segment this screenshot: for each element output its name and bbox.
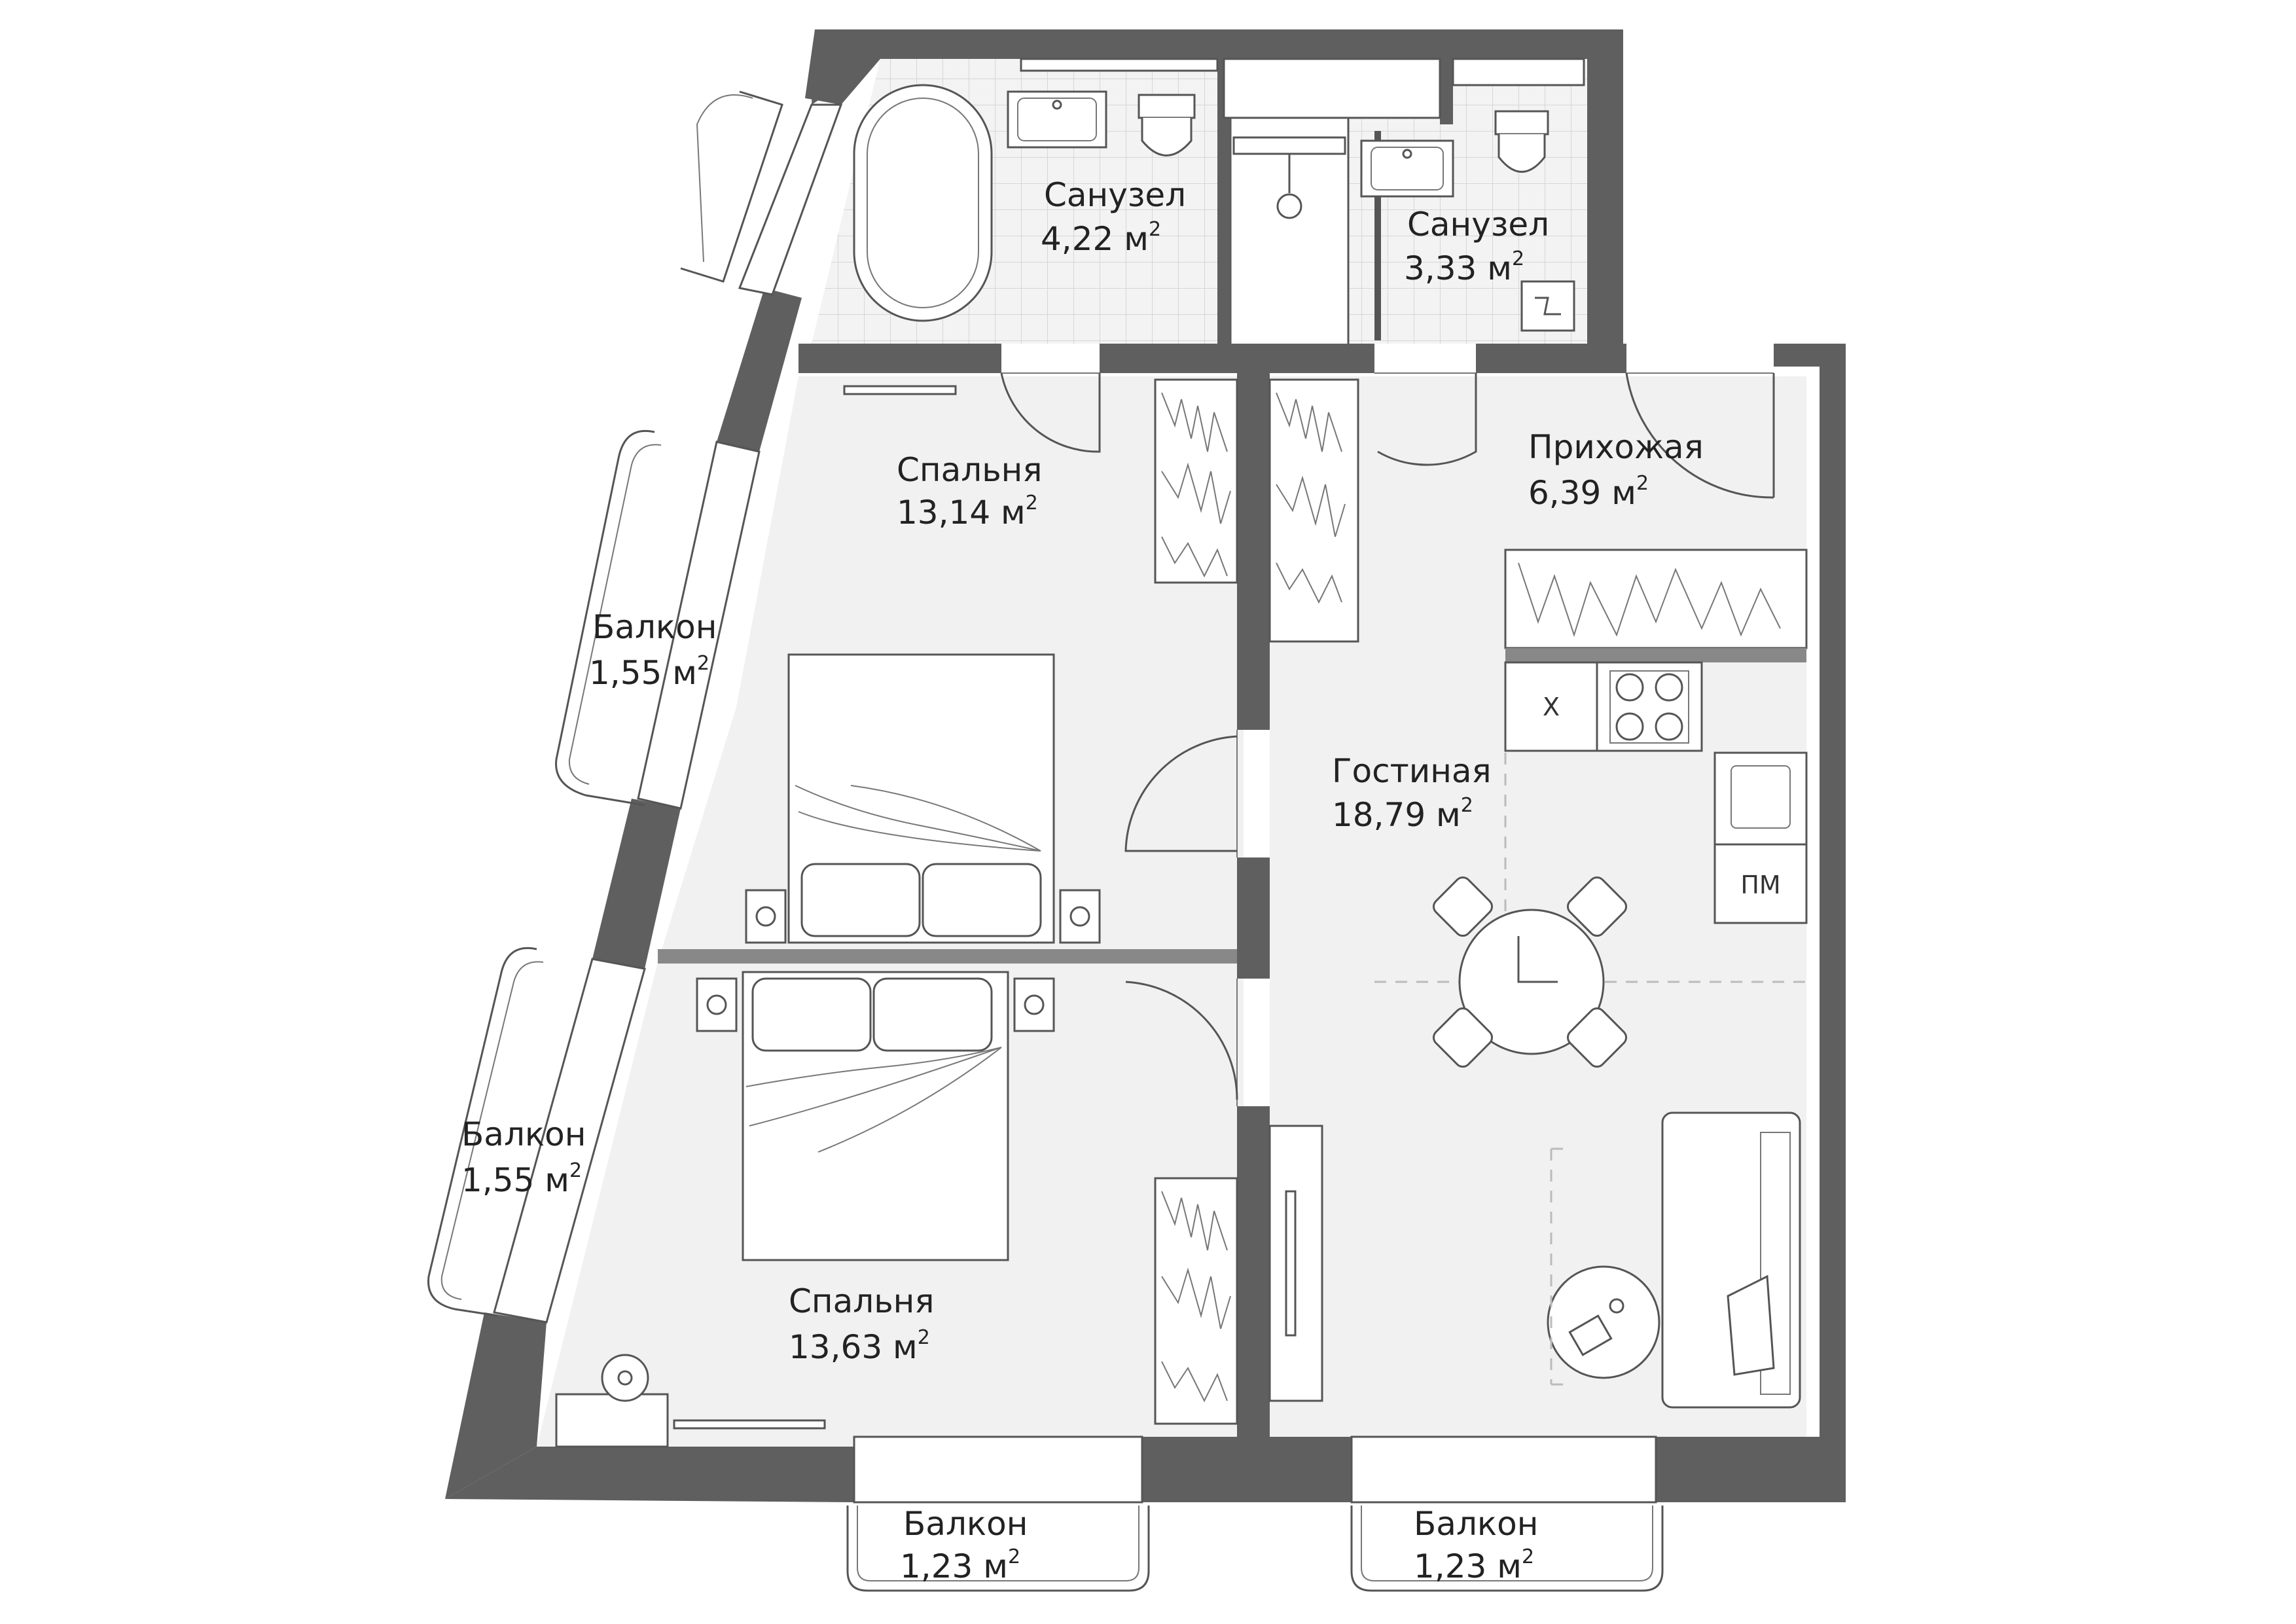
room-area-balcony1: 1,55 м2 [589,652,709,692]
room-name-bedroom1: Спальня [897,451,1042,489]
room-area-bedroom1: 13,14 м2 [897,492,1038,532]
bath2-sink [1360,139,1454,198]
room-labels: Санузел 4,22 м2 Санузел 3,33 м2 Спальня … [461,176,1704,1585]
tv-bedroom1 [843,385,957,395]
bath1-toilet [1138,94,1196,156]
room-name-balcony1: Балкон [592,608,717,646]
bath2-toilet [1494,110,1549,173]
bathtub [853,84,993,322]
balcony-west-lower [427,947,646,1324]
bed-bedroom1 [745,653,1101,944]
hood-label: X [1543,693,1560,721]
wardrobe-bedroom2 [1154,1177,1238,1425]
room-name-balcony3: Балкон [903,1505,1028,1543]
room-area-living: 18,79 м2 [1332,794,1473,834]
room-name-bath2: Санузел [1407,206,1549,244]
coffee-table [1547,1147,1660,1386]
room-area-hall: 6,39 м2 [1528,472,1649,512]
balcony-south-left [846,1435,1150,1592]
walls [445,29,1846,1502]
room-name-bath1: Санузел [1044,176,1186,214]
wardrobe-hall [1268,378,1359,643]
room-area-bath1: 4,22 м2 [1041,218,1161,258]
wardrobe-bedroom1 [1154,378,1238,584]
balcony-west-middle [555,429,761,810]
room-area-balcony2: 1,55 м2 [461,1159,582,1199]
room-name-balcony2: Балкон [461,1115,586,1153]
balcony-west-upper [680,90,843,296]
wardrobe-entry [1504,549,1808,649]
bath1-sink [1007,90,1107,149]
room-area-balcony3: 1,23 м2 [900,1545,1020,1585]
room-name-balcony4: Балкон [1414,1505,1538,1543]
dining-table [1374,753,1806,1068]
tv-unit [1268,1125,1323,1402]
sofa [1661,1111,1801,1409]
doors [1000,372,1775,1106]
dishwasher-label: ПМ [1740,871,1780,899]
room-area-bedroom2: 13,63 м2 [789,1326,930,1366]
kitchen: X ПМ [1504,648,1808,924]
desk-bedroom2 [555,1354,826,1448]
shower [1232,136,1346,219]
room-area-bath2: 3,33 м2 [1404,247,1524,287]
room-name-hall: Прихожая [1528,428,1704,466]
room-name-living: Гостиная [1332,752,1492,790]
bed-bedroom2 [696,971,1055,1261]
room-area-balcony4: 1,23 м2 [1414,1545,1534,1585]
washing-machine [1520,280,1575,332]
room-name-bedroom2: Спальня [789,1282,934,1320]
balcony-south-right [1350,1435,1664,1592]
